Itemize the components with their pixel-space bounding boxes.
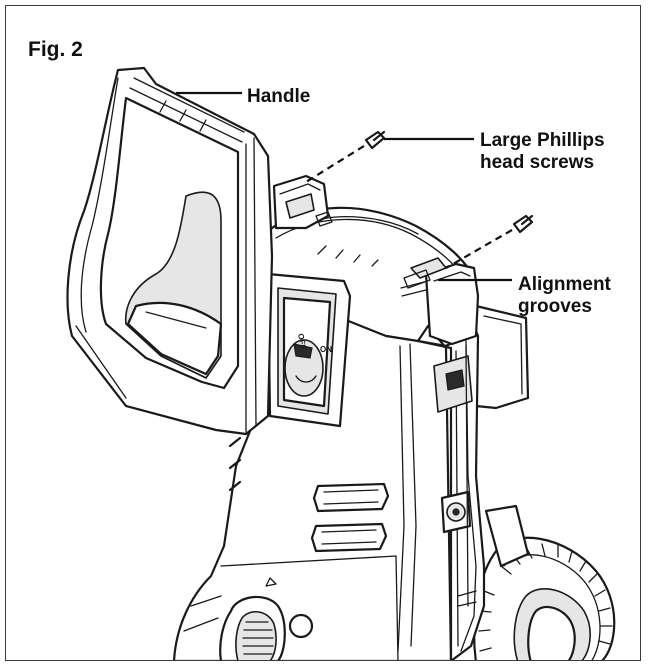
screws-label: Large Phillips head screws — [480, 130, 605, 174]
grooves-label: Alignment grooves — [518, 274, 611, 318]
grooves-label-line2: grooves — [518, 296, 592, 317]
right-mount-post — [400, 257, 480, 607]
screws-label-line2: head screws — [480, 152, 595, 173]
screw-lower — [445, 214, 534, 269]
figure-frame: OFF ON — [5, 5, 641, 661]
switch-on-label: ON — [320, 345, 332, 354]
power-switch-panel: OFF ON — [266, 272, 352, 428]
screws-label-line1: Large Phillips — [480, 130, 605, 151]
handle-label: Handle — [247, 86, 311, 107]
rear-housing — [474, 304, 530, 568]
wheel — [473, 536, 616, 660]
handle — [66, 66, 274, 436]
main-body — [172, 206, 486, 660]
grooves-label-line1: Alignment — [518, 274, 611, 295]
left-mount-post — [272, 174, 333, 230]
pressure-washer-illustration: OFF ON — [66, 66, 616, 660]
screw-upper — [305, 130, 386, 183]
figure-title: Fig. 2 — [28, 38, 83, 61]
switch-off-label: OFF — [296, 333, 308, 350]
